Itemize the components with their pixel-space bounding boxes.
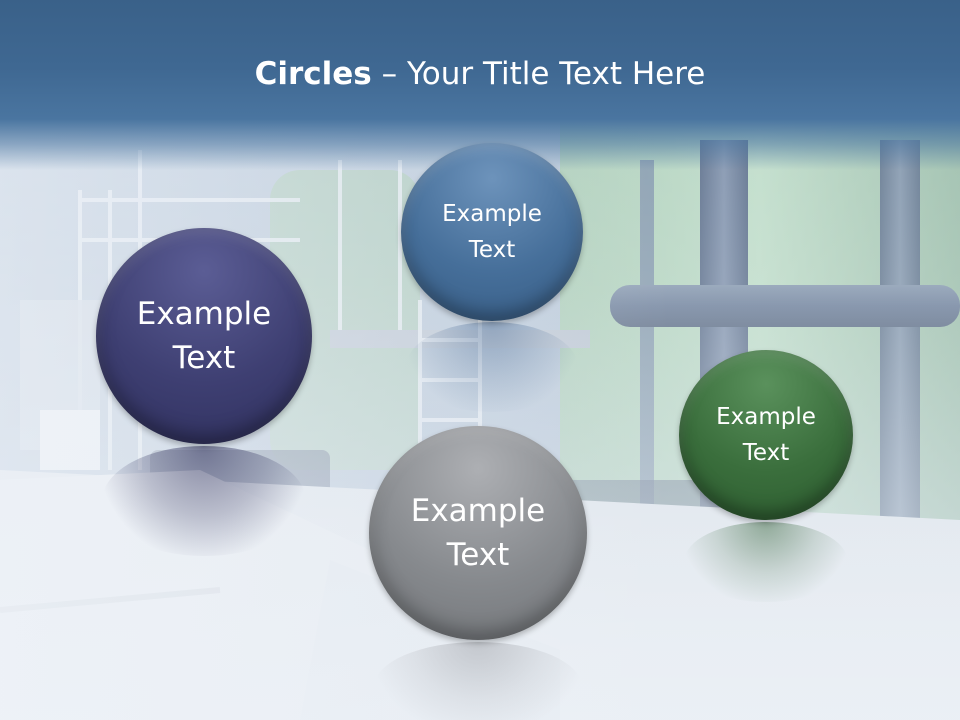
circle-2-label: Example Text: [442, 201, 542, 263]
circle-1-label: Example Text: [136, 296, 272, 376]
slide-title[interactable]: Circles – Your Title Text Here: [0, 52, 960, 96]
circle-3-label: Example Text: [410, 493, 546, 573]
circle-4[interactable]: Example Text: [679, 350, 853, 520]
circle-1[interactable]: Example Text: [96, 228, 312, 444]
circle-2[interactable]: Example Text: [401, 143, 583, 321]
circle-4-label: Example Text: [716, 404, 816, 466]
slide-title-rest: – Your Title Text Here: [371, 56, 706, 92]
title-band: [0, 0, 960, 170]
slide-title-bold: Circles: [254, 56, 372, 92]
circle-3[interactable]: Example Text: [369, 426, 587, 640]
